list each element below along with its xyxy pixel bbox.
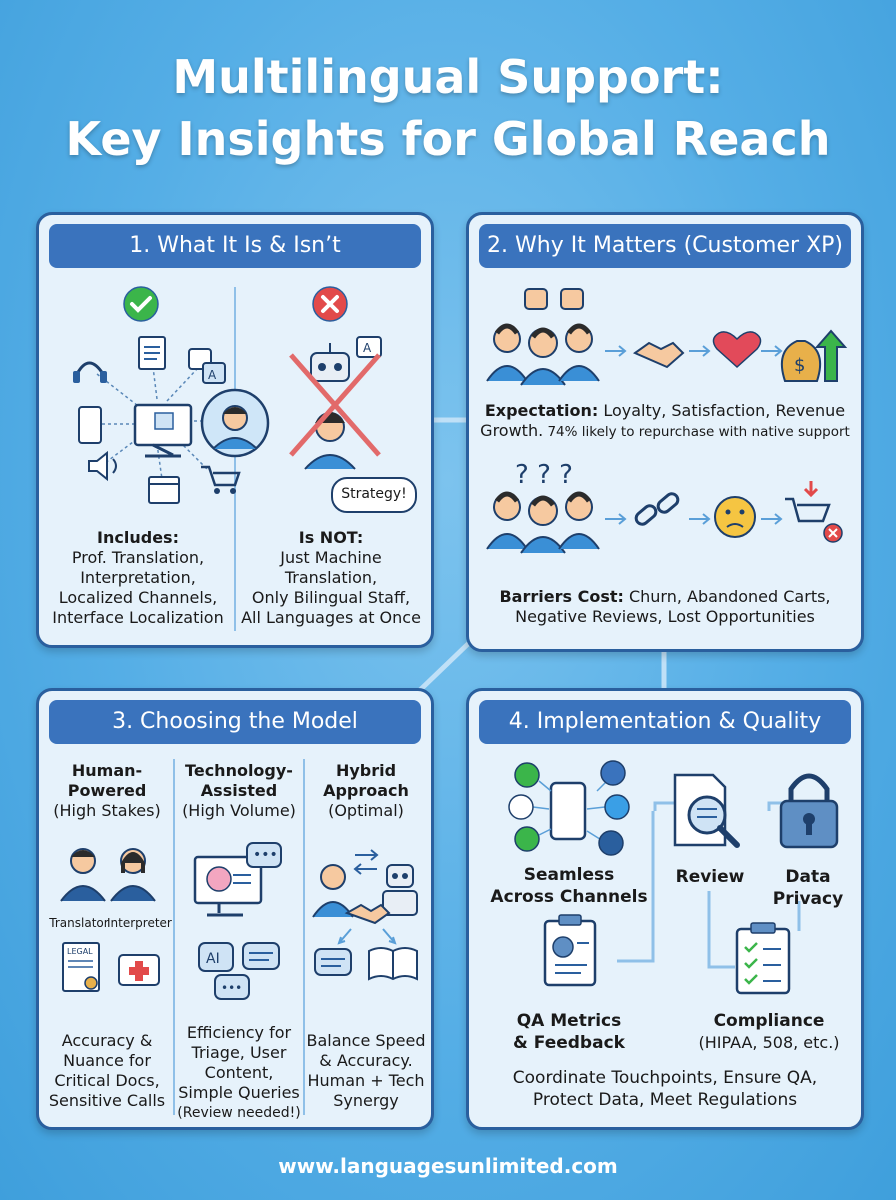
svg-text:•••: •••: [221, 981, 242, 995]
divider: [173, 759, 175, 1115]
isnot-item: Translation,: [284, 568, 378, 587]
barriers-value: Churn, Abandoned Carts,: [623, 587, 831, 606]
ai-text: AI: [206, 951, 220, 967]
tech-assisted-desc: Content,: [204, 1063, 274, 1082]
implementation-diagram: [508, 760, 839, 995]
hybrid-desc: & Accuracy.: [319, 1051, 413, 1070]
svg-text:•••: •••: [253, 847, 278, 863]
expectation-growth: Growth.: [480, 421, 544, 440]
hybrid-heading: Hybrid: [335, 761, 397, 780]
panel-1-title: 1. What It Is & Isn’t: [49, 224, 421, 268]
isnot-item: Only Bilingual Staff,: [251, 588, 411, 607]
human-robot-handshake-icon: [312, 849, 418, 981]
footer-url[interactable]: www.languagesunlimited.com: [278, 1154, 618, 1178]
human-powered-heading: Powered: [67, 781, 147, 800]
hybrid-desc: Human + Tech: [307, 1071, 425, 1090]
data-privacy-label: Data: [785, 867, 831, 887]
human-powered-desc: Sensitive Calls: [48, 1091, 166, 1110]
qa-label: & Feedback: [513, 1033, 625, 1053]
panel-why-it-matters: 2. Why It Matters (Customer XP) $ Expect…: [466, 212, 864, 652]
divider: [303, 759, 305, 1115]
title-line-1: Multilingual Support:: [172, 50, 724, 104]
data-privacy-label: Privacy: [772, 889, 844, 909]
isnot-item: Just Machine: [280, 548, 382, 567]
ai-chat-icon: AI •••: [198, 942, 280, 1000]
human-powered-desc: Accuracy &: [61, 1031, 153, 1050]
panel-3-title: 3. Choosing the Model: [49, 700, 421, 744]
includes-item: Interface Localization: [52, 608, 224, 627]
channel-hub-icon: A: [73, 336, 241, 504]
human-powered-desc: Critical Docs,: [54, 1071, 160, 1090]
panel-4-title: 4. Implementation & Quality: [479, 700, 851, 744]
isnot-heading: Is NOT:: [298, 528, 364, 547]
hybrid-heading: Approach: [323, 781, 409, 800]
interpreter-label: Interpreter: [107, 916, 172, 930]
tech-assisted-desc: Simple Queries: [178, 1083, 300, 1102]
panel-implementation: 4. Implementation & Quality: [466, 688, 864, 1130]
expectation-text: Expectation: Loyalty, Satisfaction, Reve…: [475, 401, 855, 421]
hybrid-sub: (Optimal): [328, 801, 404, 820]
tech-assisted-sub: (High Volume): [182, 801, 296, 820]
panel-what-it-is: 1. What It Is & Isn’t A: [36, 212, 434, 648]
ai-monitor-icon: •••: [193, 842, 282, 917]
implementation-summary: Coordinate Touchpoints, Ensure QA,: [512, 1068, 818, 1088]
strategy-speech-bubble: Strategy!: [331, 477, 417, 513]
robot-crossed-icon: A: [289, 336, 382, 470]
barriers-text: Barriers Cost: Churn, Abandoned Carts,: [475, 587, 855, 607]
speech-bubble-text: Strategy!: [341, 486, 407, 502]
divider: [234, 287, 236, 631]
tech-assisted-heading: Technology-: [185, 761, 293, 780]
tech-assisted-heading: Assisted: [200, 781, 278, 800]
svg-text:A: A: [208, 368, 217, 382]
tech-assisted-desc: Efficiency for: [186, 1023, 292, 1042]
compliance-sub: (HIPAA, 508, etc.): [698, 1033, 840, 1052]
human-powered-sub: (High Stakes): [53, 801, 161, 820]
legal-text: LEGAL: [67, 947, 93, 956]
panel-choosing-model: 3. Choosing the Model Human- Powered (Hi…: [36, 688, 434, 1130]
human-powered-heading: Human-: [71, 761, 143, 780]
repurchase-stat: 74% likely to repurchase with native sup…: [543, 424, 850, 440]
check-icon: [123, 286, 159, 322]
legal-document-icon: LEGAL: [62, 942, 160, 992]
expectation-label: Expectation:: [484, 401, 599, 420]
translator-interpreter-icon: [60, 848, 156, 902]
tech-assisted-desc: Triage, User: [191, 1043, 287, 1062]
includes-heading: Includes:: [97, 528, 179, 547]
compliance-label: Compliance: [713, 1011, 825, 1031]
isnot-item: All Languages at Once: [241, 608, 421, 627]
barriers-label: Barriers Cost:: [499, 587, 624, 606]
includes-item: Interpretation,: [80, 568, 196, 587]
happy-customers-flow-icon: $: [486, 288, 848, 386]
implementation-summary: Protect Data, Meet Regulations: [532, 1090, 798, 1110]
expectation-value: Loyalty, Satisfaction, Revenue: [598, 401, 846, 420]
human-powered-desc: Nuance for: [63, 1051, 151, 1070]
hybrid-desc: Synergy: [333, 1091, 399, 1110]
svg-text:$: $: [794, 355, 805, 376]
qa-label: QA Metrics: [516, 1011, 622, 1031]
page-title: Multilingual Support: Key Insights for G…: [0, 46, 896, 170]
seamless-label: Across Channels: [490, 887, 648, 907]
svg-text:? ? ?: ? ? ?: [515, 460, 573, 490]
svg-text:A: A: [363, 341, 372, 355]
translator-label: Translator: [49, 916, 109, 930]
hybrid-desc: Balance Speed: [306, 1031, 426, 1050]
tech-assisted-desc: (Review needed!): [177, 1105, 301, 1121]
barriers-line-2: Negative Reviews, Lost Opportunities: [515, 607, 815, 626]
includes-item: Localized Channels,: [58, 588, 218, 607]
cross-icon: [312, 286, 348, 322]
title-line-2: Key Insights for Global Reach: [65, 112, 831, 166]
frustrated-customers-flow-icon: ? ? ?: [486, 460, 843, 554]
avatar: [200, 388, 270, 458]
includes-item: Prof. Translation,: [71, 548, 205, 567]
panel-2-title: 2. Why It Matters (Customer XP): [479, 224, 851, 268]
expectation-line-2: Growth. 74% likely to repurchase with na…: [475, 421, 855, 442]
seamless-label: Seamless: [523, 865, 615, 885]
review-label: Review: [675, 867, 745, 887]
